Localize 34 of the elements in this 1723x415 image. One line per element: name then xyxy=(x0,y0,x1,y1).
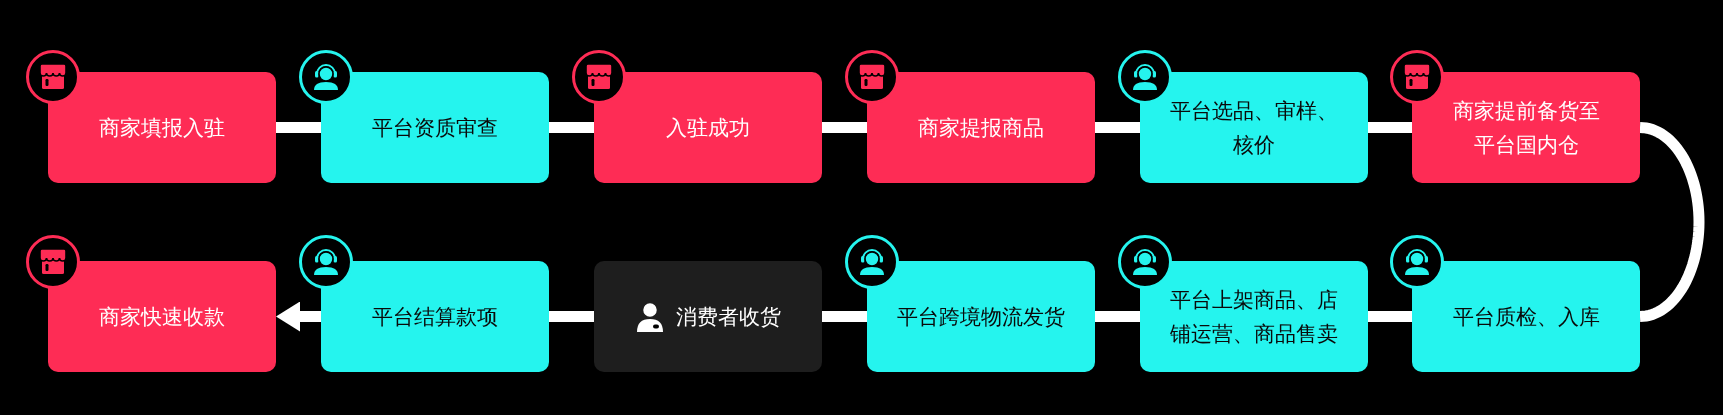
step-label: 平台资质审查 xyxy=(372,114,498,142)
connector-line xyxy=(1368,311,1412,322)
connector-line xyxy=(1368,122,1412,133)
step-label: 平台质检、入库 xyxy=(1452,303,1600,331)
step-label: 商家填报入驻 xyxy=(99,114,225,142)
process-box xyxy=(48,261,276,372)
step-label: 入驻成功 xyxy=(666,114,750,142)
process-box xyxy=(1412,261,1640,372)
process-box xyxy=(1140,72,1368,183)
step-label: 商家提报商品 xyxy=(918,114,1044,142)
process-box xyxy=(867,261,1095,372)
process-box xyxy=(1140,261,1368,372)
process-box xyxy=(594,261,822,372)
process-box xyxy=(321,72,549,183)
arrow xyxy=(276,301,321,332)
connector-line xyxy=(822,122,867,133)
process-box xyxy=(1412,72,1640,183)
connector-line xyxy=(1095,122,1140,133)
connector-line xyxy=(822,311,867,322)
process-box xyxy=(48,72,276,183)
connector-line xyxy=(549,122,594,133)
step-label: 平台选品、审样、核价 xyxy=(1169,97,1339,159)
step-label: 商家提前备货至平台国内仓 xyxy=(1451,97,1601,159)
step-label: 商家快速收款 xyxy=(99,303,225,331)
process-box xyxy=(867,72,1095,183)
connector-line xyxy=(549,311,594,322)
connector-line xyxy=(1095,311,1140,322)
process-box xyxy=(594,72,822,183)
process-box xyxy=(321,261,549,372)
step-label: 消费者收货 xyxy=(675,303,781,331)
step-label: 平台结算款项 xyxy=(372,303,498,331)
step-label: 平台跨境物流发货 xyxy=(897,303,1065,331)
connector-line xyxy=(276,122,321,133)
step-label: 平台上架商品、店铺运营、商品售卖 xyxy=(1169,286,1339,348)
